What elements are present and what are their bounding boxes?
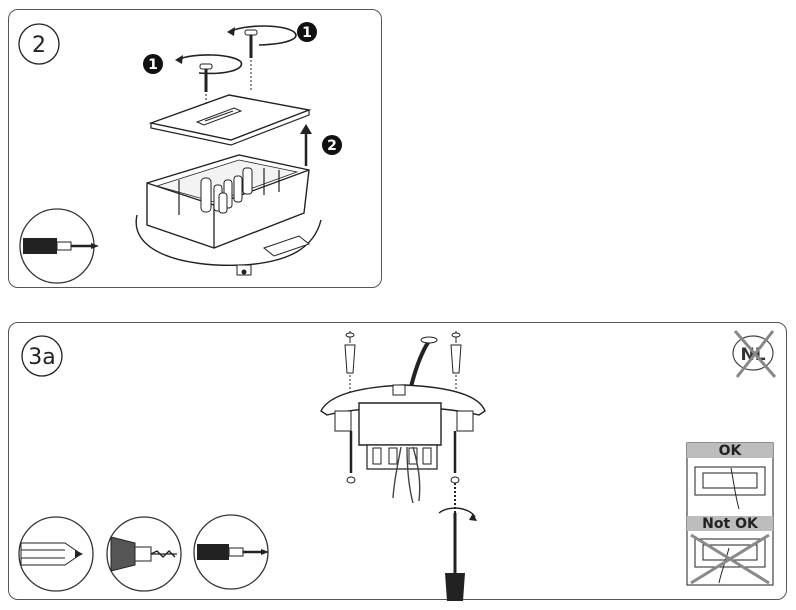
- not-ok-label: Not OK: [702, 516, 759, 532]
- mounting-base: [135, 214, 322, 276]
- step-2-label: 2: [32, 33, 46, 58]
- country-mark-crossed: NL: [732, 330, 777, 378]
- pencil-tool-circle: [18, 516, 94, 592]
- step-3a-label: 3a: [28, 345, 55, 370]
- step-2-panel: 2 1 1 2: [8, 9, 382, 288]
- ok-label-bar: [687, 443, 773, 458]
- drill-icon: [110, 536, 177, 572]
- callout-badge-1a: 1: [297, 22, 317, 42]
- screwdriver-tool-circle: [19, 208, 99, 284]
- luminaire-base: [320, 384, 486, 470]
- screw-left: [175, 54, 243, 135]
- fixing-screws: [346, 431, 460, 484]
- ok-label: OK: [719, 443, 743, 459]
- step-3a-illustration: 3a NL: [18, 330, 777, 601]
- callout-badge-2: 2: [322, 135, 342, 155]
- lift-arrow: [300, 124, 312, 166]
- not-ok-label-bar: [687, 516, 773, 531]
- screwdriver-icon: [197, 544, 269, 560]
- step-3a-panel: 3a NL: [8, 322, 787, 601]
- step-number-3a: 3a: [21, 335, 63, 377]
- step-2-illustration: 2 1 1 2: [18, 22, 342, 284]
- screwdriver-tool-circle-3a: [193, 514, 269, 590]
- drill-tool-circle: [106, 516, 182, 592]
- callout-badge-1b: 1: [143, 54, 163, 74]
- svg-text:2: 2: [327, 138, 337, 154]
- screw-right: [227, 25, 297, 92]
- junction-box: [146, 154, 310, 249]
- svg-text:1: 1: [148, 57, 158, 73]
- cover-plate: [148, 94, 312, 146]
- not-ok-illustration: [694, 538, 766, 584]
- ok-illustration: [694, 466, 766, 510]
- screwdriver-icon: [23, 238, 99, 254]
- pencil-icon: [20, 542, 83, 566]
- svg-text:1: 1: [302, 25, 312, 41]
- ok-not-ok-box: OK Not OK: [686, 442, 774, 586]
- wall-plugs: [344, 331, 462, 403]
- step-number-2: 2: [18, 23, 60, 65]
- vertical-screwdriver-icon: [438, 483, 477, 601]
- connection-wires: [392, 446, 421, 504]
